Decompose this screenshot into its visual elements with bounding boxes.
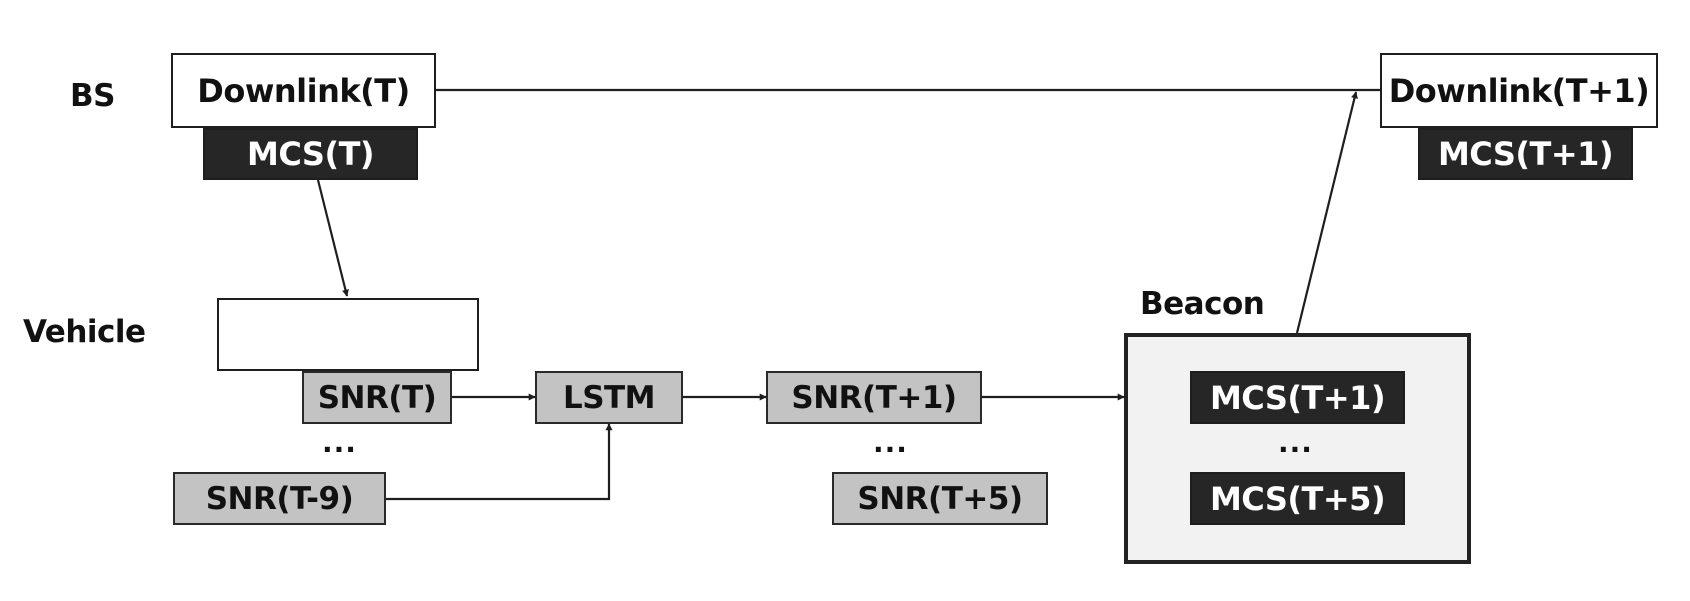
snr-input-ellipsis: ...: [322, 426, 357, 459]
bs-label: BS: [70, 78, 115, 114]
beacon-mcs-t5-box: MCS(T+5): [1190, 472, 1405, 525]
beacon-label: Beacon: [1140, 286, 1265, 322]
mcs-t-box: MCS(T): [203, 128, 418, 180]
snr-t5-box: SNR(T+5): [832, 472, 1048, 525]
vehicle-box: [217, 298, 479, 371]
downlink-t-box: Downlink(T): [171, 53, 436, 128]
arrow-snr-history-to-lstm: [386, 423, 613, 501]
lstm-box[interactable]: LSTM: [535, 371, 683, 424]
mcs-t1-box: MCS(T+1): [1418, 128, 1633, 180]
snr-output-ellipsis: ...: [873, 426, 908, 459]
snr-t9-box: SNR(T-9): [173, 472, 386, 525]
arrow-beacon-to-downlink: [1295, 91, 1358, 334]
beacon-mcs-t1-box: MCS(T+1): [1190, 371, 1405, 424]
arrow-mcs-to-vehicle: [316, 179, 349, 297]
vehicle-label: Vehicle: [23, 314, 146, 350]
beacon-ellipsis: ...: [1278, 426, 1313, 459]
downlink-t1-box: Downlink(T+1): [1380, 53, 1658, 128]
snr-t-box: SNR(T): [302, 371, 452, 424]
snr-t1-box: SNR(T+1): [766, 371, 982, 424]
